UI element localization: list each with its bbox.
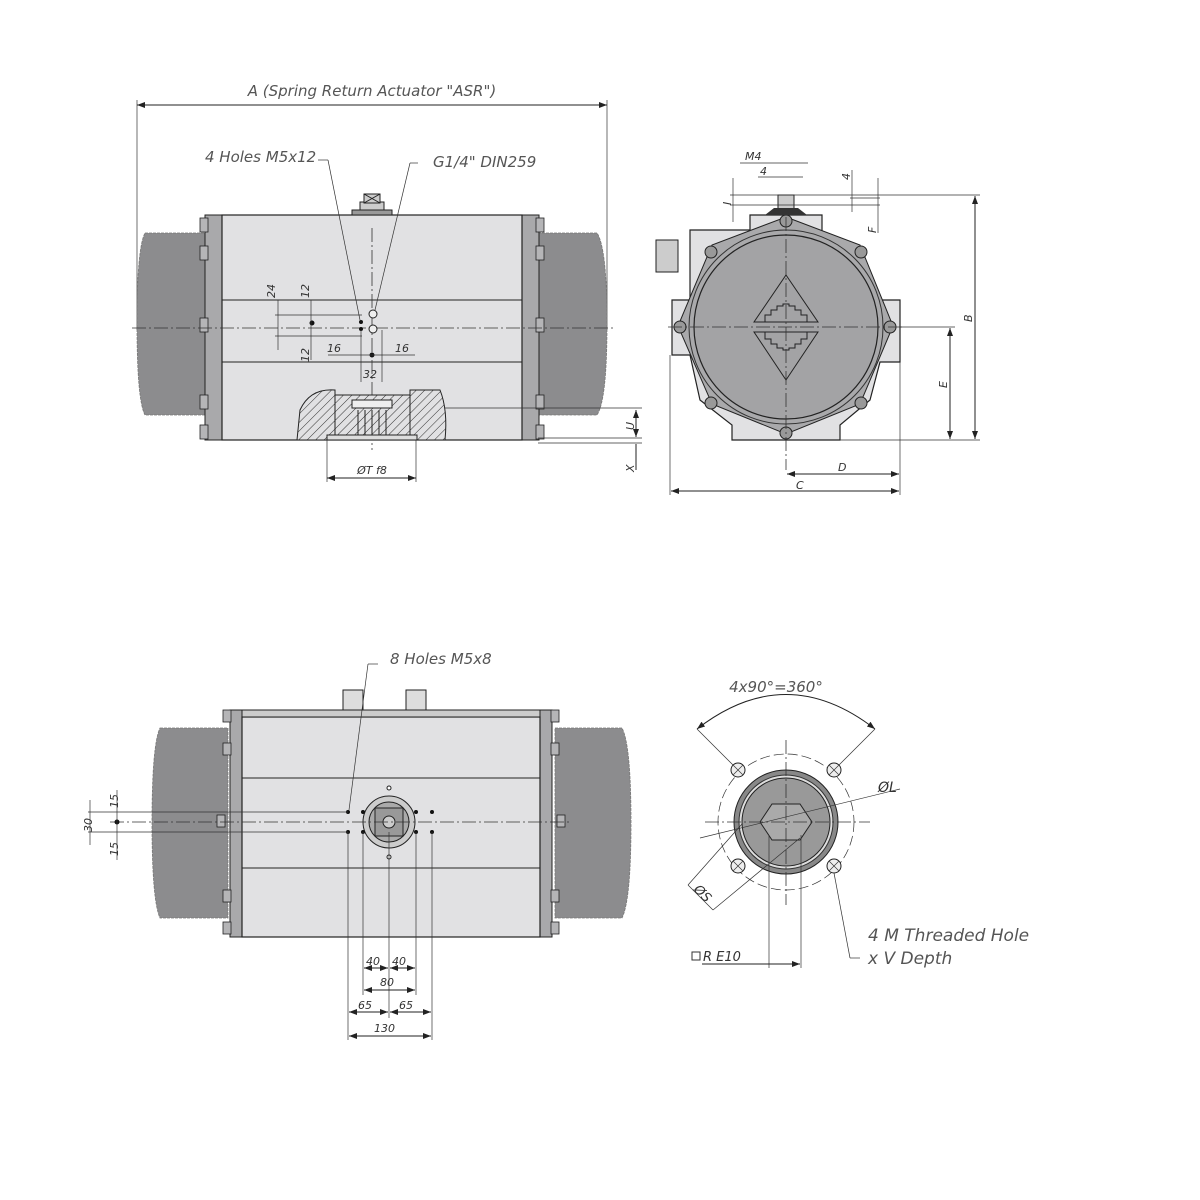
dim-f: F (866, 226, 879, 233)
angle-label: 4x90°=360° (729, 678, 823, 696)
dim-d: D (838, 461, 846, 474)
dim-15-bottom: 15 (108, 842, 121, 856)
indicator-stub (351, 193, 393, 216)
shaft-diameter-label: ØT f8 (356, 464, 387, 477)
dim-80: 80 (380, 976, 394, 989)
bottom-left-cap (151, 727, 229, 919)
spigot-label: ØS (689, 882, 713, 906)
holes-m5x8-label: 8 Holes M5x8 (390, 650, 492, 668)
bolt-circle-label: ØL (877, 780, 897, 796)
left-end-cap (136, 232, 213, 416)
side-view: M4 4 I 4 F B E D C (655, 150, 980, 495)
dim-65-left: 65 (358, 999, 372, 1012)
dim-4-vertical: 4 (840, 173, 853, 180)
dim-i: I (721, 202, 734, 205)
dim-c: C (796, 479, 804, 492)
dim-130: 130 (374, 1022, 395, 1035)
threaded-hole-label-line2: x V Depth (867, 949, 952, 969)
bottom-view: 8 Holes M5x8 30 15 15 40 40 80 65 65 130 (82, 650, 632, 1040)
dim-32: 32 (363, 368, 377, 381)
shaft-top (777, 194, 795, 210)
bottom-right-cap (554, 727, 632, 919)
dim-12-bottom: 12 (299, 348, 312, 362)
square-drive-label: R E10 (703, 950, 741, 965)
dim-24: 24 (265, 284, 278, 298)
dim-m4: M4 (745, 150, 762, 163)
dim-u: U (624, 422, 637, 430)
dim-15-top: 15 (108, 794, 121, 808)
dim-4-horizontal: 4 (760, 165, 767, 178)
air-port-fitting (655, 239, 679, 273)
holes-m5x12-label: 4 Holes M5x12 (205, 148, 316, 166)
top-view: A (Spring Return Actuator "ASR") (132, 82, 642, 482)
dim-e: E (937, 381, 950, 388)
dim-16-right: 16 (395, 342, 409, 355)
dim-12-top: 12 (299, 284, 312, 298)
right-end-cap (529, 232, 608, 416)
dimension-a-label: A (Spring Return Actuator "ASR") (247, 82, 496, 100)
dim-x: X (624, 464, 637, 473)
port-g14-label: G1/4" DIN259 (433, 153, 536, 171)
center-coupling (362, 785, 416, 860)
flange-view: 4x90°=360° ØL ØS R E10 4 M Threaded Hole… (687, 678, 1029, 969)
dim-40-right: 40 (392, 955, 406, 968)
dim-65-right: 65 (399, 999, 413, 1012)
dim-16-left: 16 (327, 342, 341, 355)
dim-b: B (962, 314, 975, 322)
dim-30: 30 (82, 818, 95, 832)
dim-40-left: 40 (366, 955, 380, 968)
threaded-hole-label-line1: 4 M Threaded Hole (868, 926, 1029, 946)
